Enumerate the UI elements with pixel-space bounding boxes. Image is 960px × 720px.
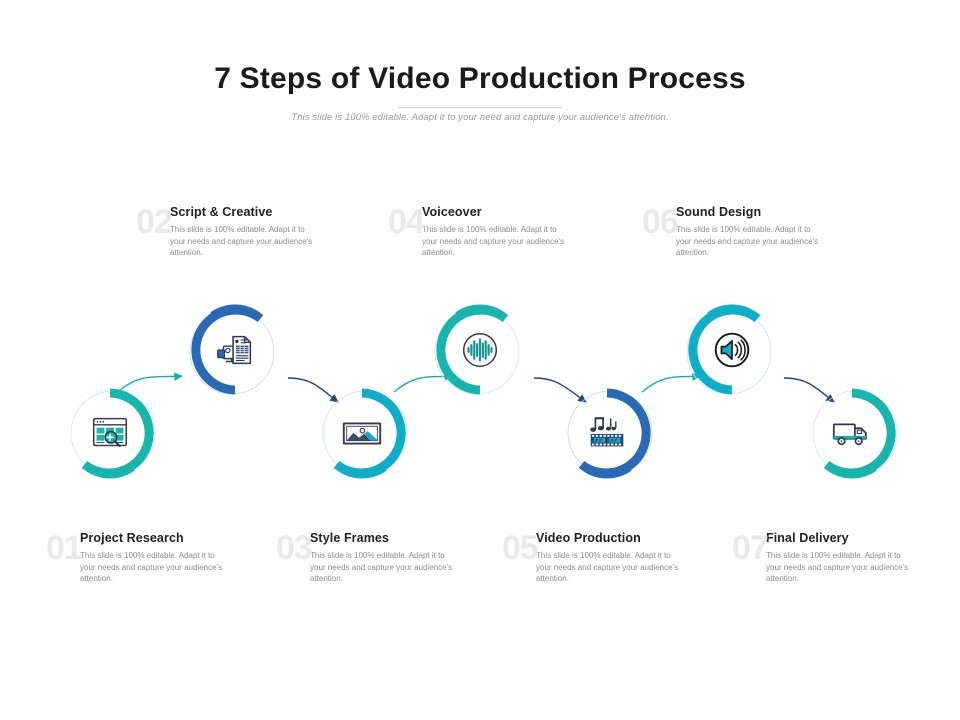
title-divider [398, 107, 562, 108]
step-description-07: This slide is 100% editable. Adapt it to… [766, 551, 909, 583]
step-description-03: This slide is 100% editable. Adapt it to… [310, 551, 453, 583]
delivery-truck-icon [829, 410, 875, 456]
step-number-04: 04 [388, 203, 425, 241]
step-text-02: 02 Script & Creative This slide is 100% … [136, 205, 342, 259]
step-text-03: 03 Style Frames This slide is 100% edita… [276, 531, 482, 585]
step-text-06: 06 Sound Design This slide is 100% edita… [642, 205, 848, 259]
step-title-05: Video Production [536, 531, 641, 545]
step-number-06: 06 [642, 203, 679, 241]
step-description-02: This slide is 100% editable. Adapt it to… [170, 225, 313, 257]
step-node-03[interactable] [312, 383, 412, 483]
step-node-04[interactable] [430, 300, 530, 400]
browser-search-icon [87, 410, 133, 456]
step-text-04: 04 Voiceover This slide is 100% editable… [388, 205, 594, 259]
step-number-01: 01 [46, 529, 83, 567]
step-title-02: Script & Creative [170, 205, 273, 219]
speaker-volume-icon [709, 327, 755, 373]
step-number-05: 05 [502, 529, 539, 567]
step-number-03: 03 [276, 529, 313, 567]
image-frame-icon [339, 410, 385, 456]
step-number-07: 07 [732, 529, 769, 567]
step-title-04: Voiceover [422, 205, 482, 219]
ring-05 [567, 388, 653, 479]
step-text-05: 05 Video Production This slide is 100% e… [502, 531, 708, 585]
page-subtitle: This slide is 100% editable. Adapt it to… [291, 112, 669, 123]
step-description-06: This slide is 100% editable. Adapt it to… [676, 225, 819, 257]
step-description-01: This slide is 100% editable. Adapt it to… [80, 551, 223, 583]
sound-waveform-icon [457, 327, 503, 373]
step-node-06[interactable] [682, 300, 782, 400]
step-node-07[interactable] [802, 383, 902, 483]
step-title-01: Project Research [80, 531, 184, 545]
step-node-02[interactable] [185, 300, 285, 400]
step-node-05[interactable] [557, 383, 657, 483]
step-description-04: This slide is 100% editable. Adapt it to… [422, 225, 565, 257]
step-title-03: Style Frames [310, 531, 390, 545]
step-number-02: 02 [136, 203, 173, 241]
step-title-07: Final Delivery [766, 531, 849, 545]
music-film-strip-icon [584, 410, 630, 456]
step-text-01: 01 Project Research This slide is 100% e… [46, 531, 252, 585]
step-text-07: 07 Final Delivery This slide is 100% edi… [732, 531, 938, 585]
step-title-06: Sound Design [676, 205, 762, 219]
page-title: 7 Steps of Video Production Process [214, 62, 746, 95]
step-node-01[interactable] [60, 383, 160, 483]
script-document-monitor-icon [212, 327, 258, 373]
step-description-05: This slide is 100% editable. Adapt it to… [536, 551, 679, 583]
